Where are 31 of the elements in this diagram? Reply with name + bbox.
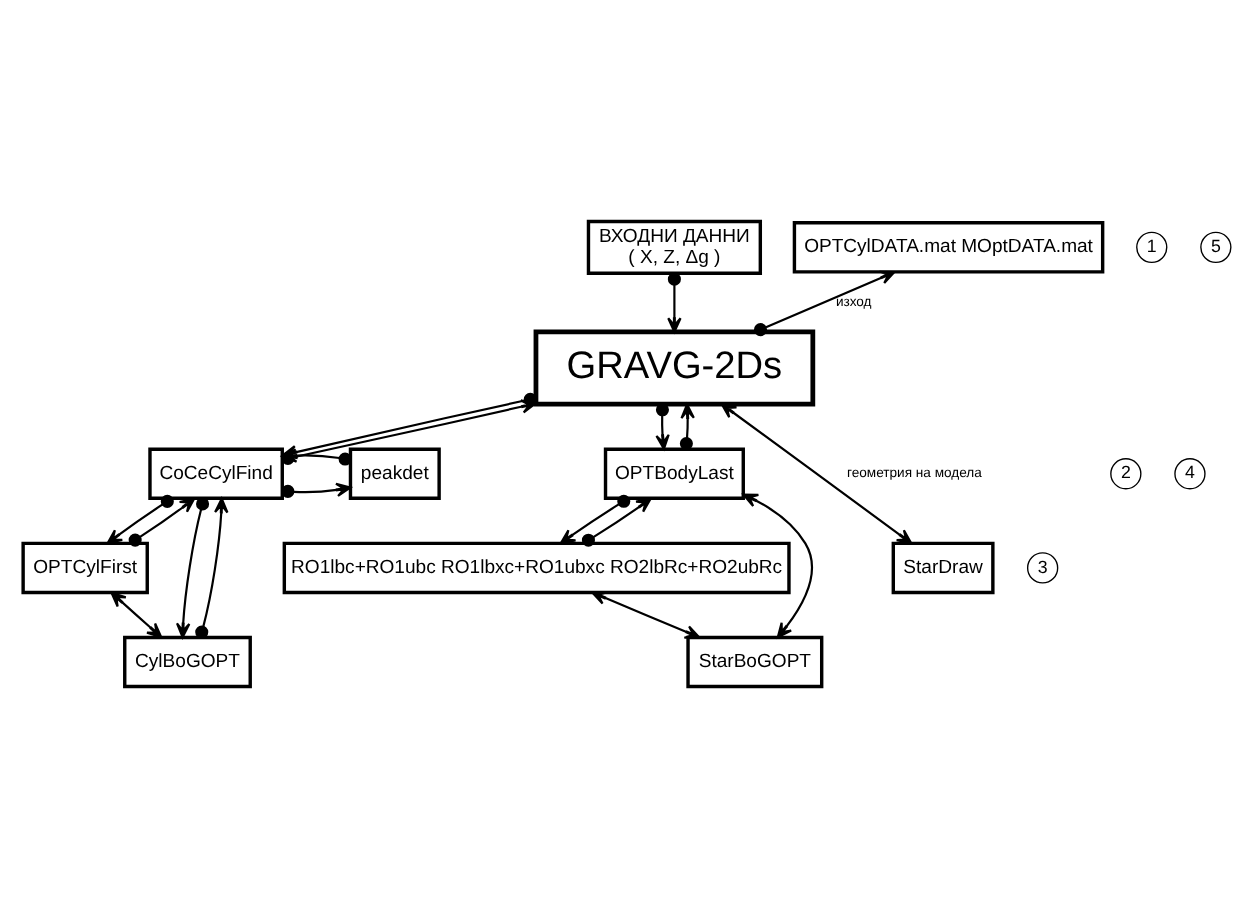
node-box: OPTCylDATA.mat MOptDATA.mat [792, 221, 1105, 274]
label: 3 [1037, 556, 1048, 577]
arrow [106, 494, 174, 545]
arrow [742, 493, 813, 639]
node-box: StarDraw [891, 541, 995, 595]
arrow [591, 591, 701, 639]
arrow [175, 497, 210, 639]
arrow [559, 494, 631, 545]
arrow [720, 403, 913, 545]
arrow [753, 270, 896, 337]
node-box: ВХОДНИ ДАННИ ( X, Z, Δg ) [586, 219, 763, 275]
node-box: RO1lbc+RO1ubc RO1lbxc+RO1ubxc RO2lbRc+RO2ubRc [282, 541, 791, 595]
node-box: CylBoGOPT [123, 635, 252, 689]
arrow [110, 591, 163, 639]
node-box: CoCeCylFind [148, 447, 284, 501]
label: 4 [1185, 462, 1195, 483]
node-box: OPTBodyLast [603, 447, 745, 501]
arrow [281, 482, 352, 498]
label: 5 [1210, 236, 1221, 257]
node-box: OPTCylFirst [21, 541, 149, 595]
arrow [581, 497, 652, 547]
node-box: peakdet [348, 447, 441, 501]
node-box: StarBoGOPT [686, 635, 824, 689]
label: 1 [1146, 236, 1157, 257]
arrow [679, 403, 695, 451]
label: 2 [1120, 462, 1131, 483]
arrow [655, 403, 670, 451]
node-box: GRAVG-2Ds [533, 329, 816, 407]
arrow [195, 497, 229, 639]
arrow [667, 272, 682, 333]
arrow [128, 497, 196, 547]
